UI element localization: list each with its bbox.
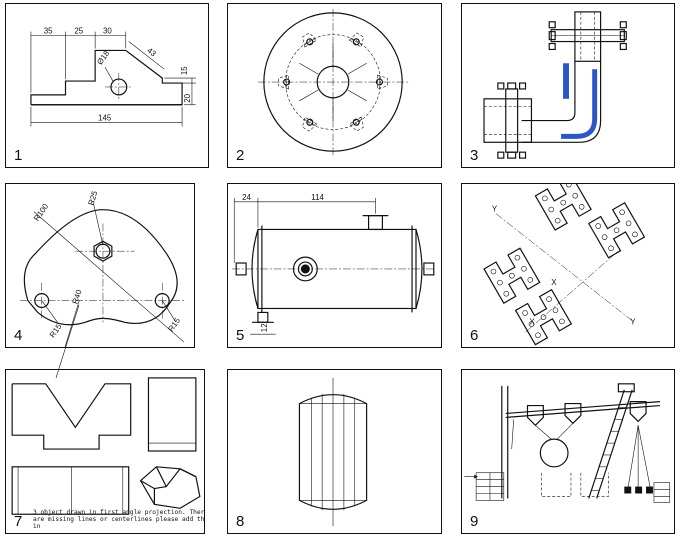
panel-4: R100 R25 R15 R40 R15 4	[5, 183, 195, 348]
panel-number: 9	[470, 513, 479, 530]
panel-9: 9	[461, 369, 675, 534]
dim-r25: R25	[86, 189, 99, 206]
panel-number: 8	[236, 513, 245, 530]
dim-35: 35	[44, 27, 53, 36]
v-block-projection	[11, 377, 201, 515]
dim-hole-diameter: Ø18	[95, 49, 111, 67]
dim-24: 24	[242, 193, 251, 202]
h-bracket	[534, 184, 592, 231]
pipe-elbow-assembly	[483, 11, 627, 159]
dim-r15-right: R15	[166, 316, 182, 334]
panel-7: 7 3 object drawn in first angle projecti…	[5, 369, 205, 534]
axis-label-y: Y	[492, 205, 498, 214]
panel-number: 4	[14, 327, 23, 344]
dim-43: 43	[145, 46, 158, 59]
h-bracket-layout: Y Y X X	[483, 184, 646, 346]
dim-30: 30	[103, 27, 112, 36]
dim-114: 114	[311, 193, 324, 202]
panel-8: 8	[227, 369, 442, 534]
panel-1: 35 25 30 43 Ø18 15 20 145 1	[5, 3, 209, 168]
h-bracket	[587, 201, 646, 259]
panel-5: 24 114 12 5	[227, 183, 442, 348]
instruction-note: 3 object drawn in first angle projection…	[33, 509, 205, 530]
panel-2: 2	[227, 3, 442, 168]
brick-stack	[653, 482, 671, 503]
panel-number: 2	[236, 147, 245, 164]
axis-label-x: X	[551, 278, 557, 287]
dim-r40: R40	[71, 288, 84, 305]
panel-number: 7	[14, 513, 23, 530]
brick-stack	[475, 472, 505, 501]
panel-number: 1	[14, 147, 23, 164]
panel-6: Y Y X X 6	[461, 183, 675, 348]
panel-number: 6	[470, 327, 479, 344]
h-bracket	[483, 247, 541, 304]
panel-number: 5	[236, 327, 245, 344]
conveyor-hopper-plant	[464, 383, 671, 503]
pressure-vessel-drawing: 24 114 12	[232, 193, 436, 335]
stepped-block-drawing: 35 25 30 43 Ø18 15 20 145	[30, 27, 196, 127]
axis-label-y: Y	[630, 317, 636, 326]
dim-12: 12	[260, 323, 269, 332]
lug-group	[278, 32, 388, 132]
triangular-link-drawing: R100 R25 R15 R40 R15	[19, 189, 185, 347]
dim-r100: R100	[32, 202, 51, 223]
flange-plate-drawing	[257, 8, 409, 156]
panel-number: 3	[470, 147, 479, 164]
panel-3: 3	[461, 3, 675, 168]
h-bracket	[514, 288, 573, 346]
dim-25: 25	[74, 27, 83, 36]
dim-20: 20	[183, 93, 192, 102]
dim-15: 15	[180, 66, 189, 75]
dim-145: 145	[98, 114, 112, 123]
tube-bundle-drawing	[298, 377, 368, 527]
axis-label-x: X	[529, 317, 535, 326]
